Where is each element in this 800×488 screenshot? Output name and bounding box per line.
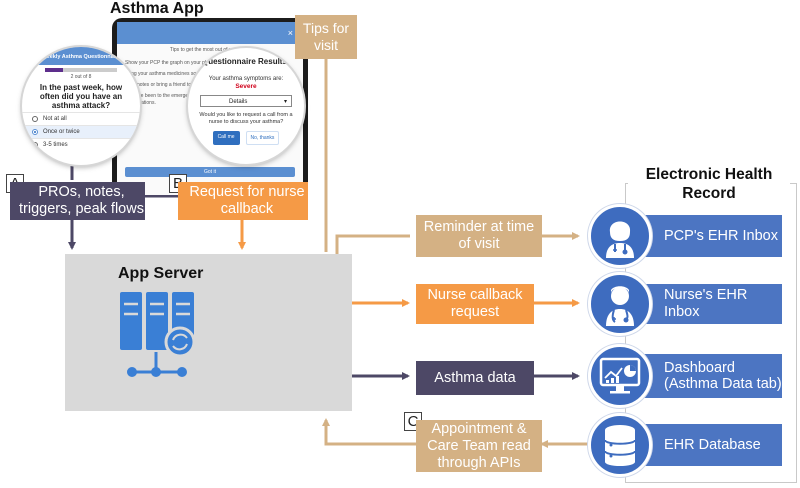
tips-for-visit-box: Tips for visit	[295, 15, 357, 59]
phone-header-bar: ×	[117, 22, 303, 44]
ehr-title: Electronic Health Record	[628, 165, 790, 205]
answer-option[interactable]: Not at all	[22, 112, 140, 125]
radio-button[interactable]	[32, 116, 38, 122]
progress-text: 2 out of 8	[70, 74, 92, 80]
chevron-down-icon: ▾	[283, 99, 287, 105]
details-dropdown[interactable]: Details ▾	[200, 95, 292, 107]
dashboard-monitor-icon	[588, 344, 652, 408]
server-to-reminder-line	[335, 234, 410, 254]
questionnaire-question: In the past week, how often did you have…	[39, 83, 123, 110]
appointment-api-box: Appointment & Care Team read through API…	[416, 420, 542, 472]
answer-label: Once or twice	[43, 129, 80, 135]
answer-label: 3-5 times	[43, 142, 68, 148]
pros-notes-box: PROs, notes, triggers, peak flows	[10, 182, 145, 220]
no-thanks-button[interactable]: No, thanks	[245, 131, 280, 145]
tip-item: Take notes or bring a friend to your vis…	[125, 82, 214, 88]
radio-button[interactable]	[32, 129, 38, 135]
nurse-callback-request-box: Request for nurse callback	[178, 182, 308, 220]
questionnaire-progress-bar	[45, 68, 117, 72]
reminder-box: Reminder at time of visit	[416, 215, 542, 257]
callback-buttons: Call me No, thanks	[188, 131, 304, 145]
close-icon[interactable]: ×	[287, 28, 293, 38]
server-icon	[120, 292, 202, 395]
symptoms-label: Your asthma symptoms are:	[208, 76, 284, 82]
database-icon	[588, 413, 652, 477]
doctor-female-icon	[588, 204, 652, 268]
app-server-title: App Server	[118, 265, 204, 282]
callback-question: Would you like to request a call from a …	[199, 112, 293, 125]
asthma-data-box: Asthma data	[416, 361, 534, 395]
results-zoom-circle: Questionnaire Results Your asthma sympto…	[188, 48, 304, 164]
results-title: Questionnaire Results	[202, 57, 287, 66]
questionnaire-zoom-circle: Weekly Asthma Questionnaire 2 out of 8 I…	[22, 47, 140, 165]
doctor-male-icon	[588, 272, 652, 336]
app-title: Asthma App	[110, 0, 204, 17]
tips-intro: Tips to get the most out of your visit.	[169, 47, 251, 53]
tip-item: Show your PCP the graph on your phone an…	[125, 60, 275, 66]
app-server-panel	[65, 254, 352, 411]
got-it-button[interactable]: Got it	[125, 167, 295, 177]
details-label: Details	[229, 99, 248, 105]
dashboard-box: Dashboard (Asthma Data tab)	[618, 354, 782, 398]
progress-fill	[45, 68, 63, 72]
nurse-callback-box: Nurse callback request	[416, 284, 534, 324]
answer-option-selected[interactable]: Once or twice	[22, 125, 140, 138]
answer-label: Not at all	[43, 116, 67, 122]
apis-to-server-arrow	[322, 418, 416, 446]
severity-value: Severe	[235, 83, 257, 90]
call-me-button[interactable]: Call me	[212, 131, 240, 145]
